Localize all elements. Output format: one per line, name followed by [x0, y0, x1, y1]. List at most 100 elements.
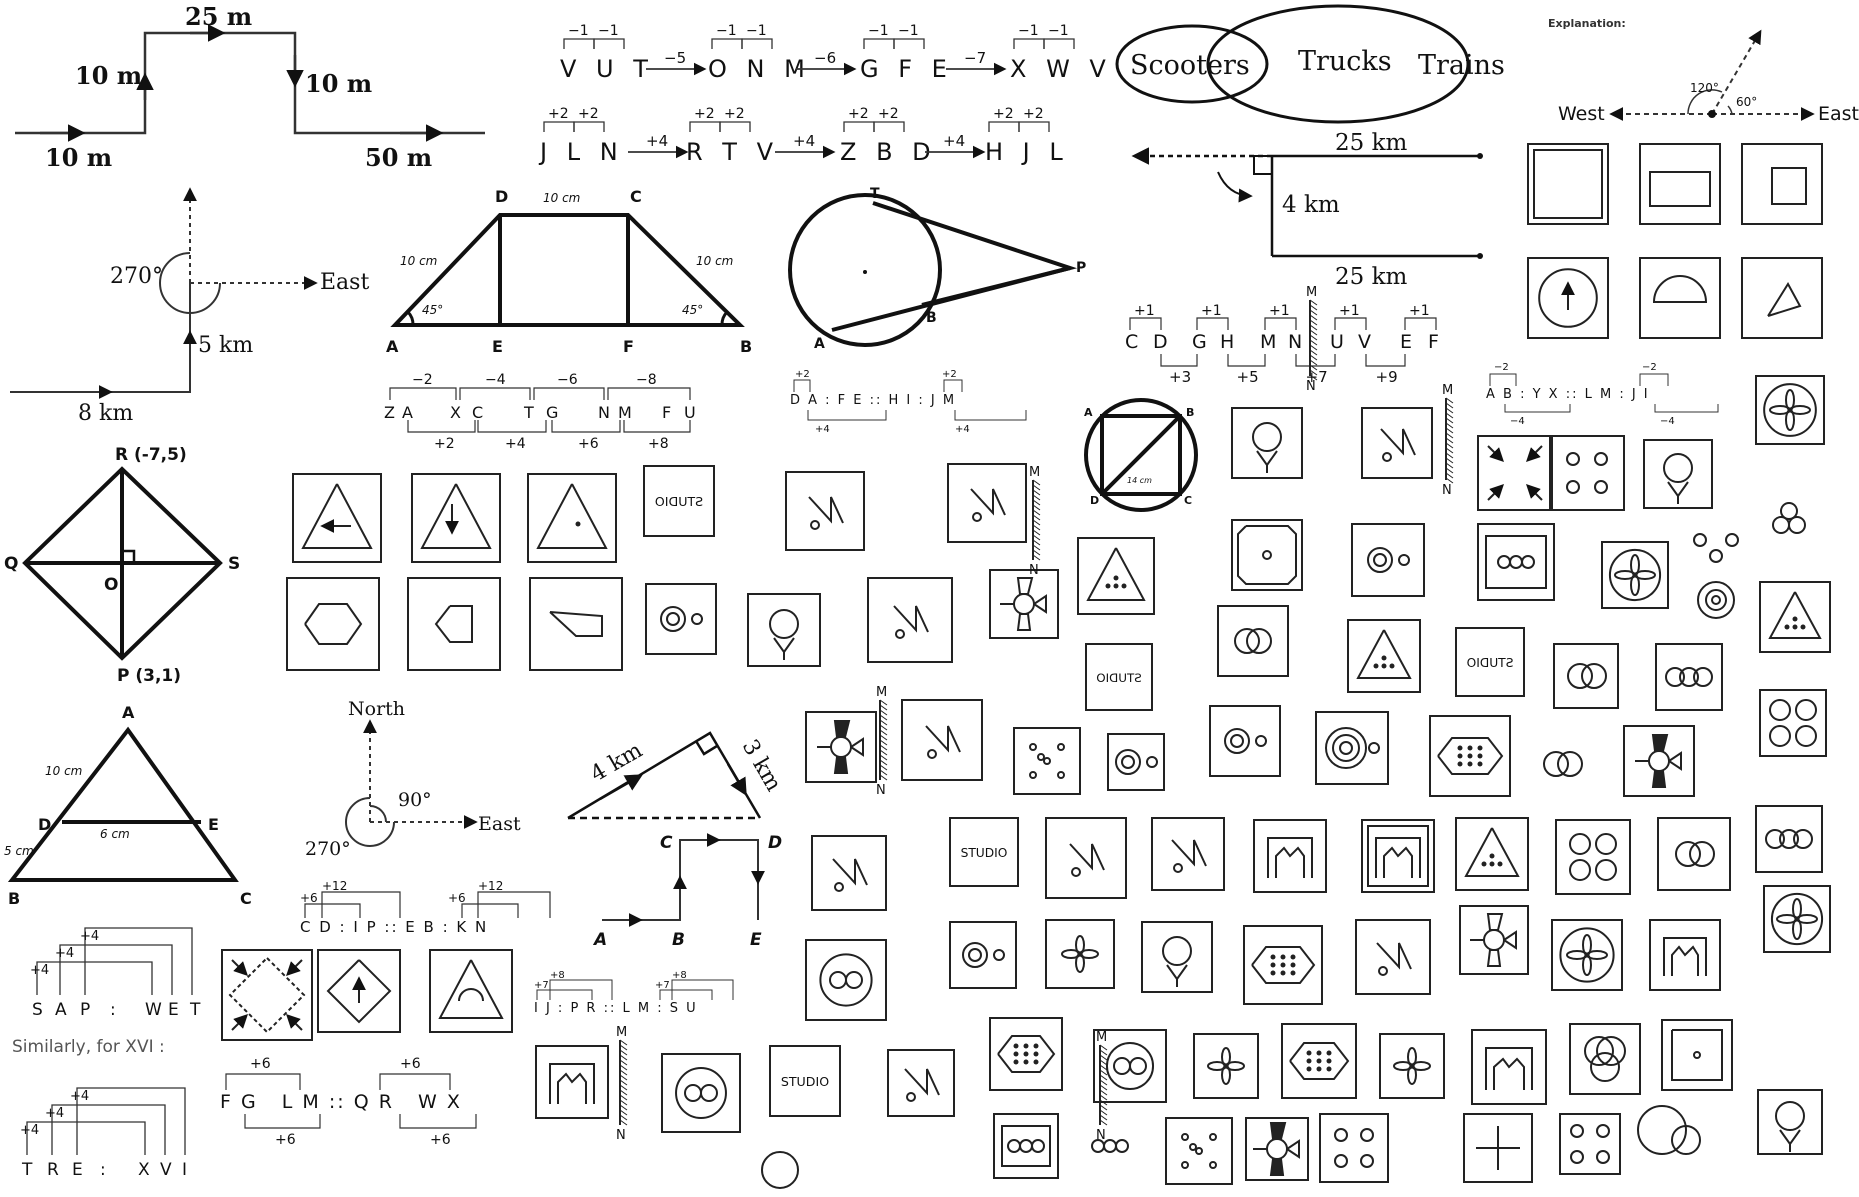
figure-tile-cc [1351, 523, 1425, 597]
mirror-hatch [619, 1059, 628, 1066]
dist-mid: 4 km [1282, 192, 1340, 218]
series2-top-a-3: +2 [993, 106, 1014, 122]
mirror-hatch [619, 1104, 628, 1111]
mirror-hatch [1099, 1089, 1108, 1096]
path-label-right: 10 m [305, 69, 372, 98]
figure-tile-hex-dots [1429, 715, 1511, 797]
tre-letter-5: V [160, 1160, 172, 1180]
mirror-hatch [619, 1084, 628, 1091]
mirror-hatch [1309, 369, 1318, 376]
mirror-hatch [1445, 412, 1454, 419]
mirror-hatch [1309, 304, 1318, 311]
mirror-hatch [1099, 1079, 1108, 1086]
bracket [711, 38, 743, 49]
bracket [988, 121, 1020, 132]
circle-center [863, 270, 867, 274]
mirror-hatch [879, 764, 888, 771]
figure-tile-z [811, 835, 887, 911]
explanation-compass [1609, 29, 1815, 121]
mirror-hatch [1032, 554, 1041, 561]
figure-tile-grid4 [1759, 689, 1827, 757]
mirror-hatch [1032, 489, 1041, 496]
tre-off-2: +4 [45, 1106, 64, 1121]
mirror-hatch [1099, 1074, 1108, 1081]
direction-diagram-270 [10, 187, 318, 399]
fglm-bot-2: +6 [430, 1132, 451, 1148]
mirror-n-label: N [1306, 379, 1316, 394]
mirror-n-label: N [1096, 1128, 1106, 1143]
figure-tile-shoe [529, 577, 623, 671]
cdip-top-2: +12 [322, 879, 347, 893]
dafe-top-1: +2 [795, 369, 810, 380]
mirror-m-label: M [876, 685, 887, 700]
zax-bot-1: +2 [434, 436, 455, 452]
rt-3km: 3 km [737, 736, 786, 796]
mirror-hatch [879, 749, 888, 756]
dafe-bot-2: +4 [955, 424, 970, 435]
mirror-hatch [1309, 324, 1318, 331]
bracket [1264, 317, 1297, 330]
bracket [741, 38, 773, 49]
mirror-m-label: M [1096, 1030, 1107, 1045]
figure-tile-tri-small [1741, 257, 1823, 339]
path-diagram-meters [15, 24, 485, 142]
figure-tile-oo [661, 1053, 741, 1133]
mirror-hatch [1099, 1059, 1108, 1066]
mirror-hatch [1309, 339, 1318, 346]
figure-tile-hex-dots [1243, 925, 1323, 1005]
series1-arrow-2: −7 [964, 49, 986, 67]
figure-tile-tri-dots [1455, 817, 1529, 891]
series1-group-3: X W V [1010, 55, 1112, 83]
zax-letter-3: C [472, 403, 483, 422]
figure-tile-face [747, 593, 821, 667]
mirror-hatch [879, 754, 888, 761]
letter-analogy-ijpr: I J : P R :: L M : S U +7 +8 +7 +8 [534, 970, 734, 1016]
mirror-hatch [1309, 329, 1318, 336]
angle-90-label: 90° [398, 789, 432, 811]
mirror-hatch [1032, 519, 1041, 526]
bottom-8km-label: 8 km [78, 401, 133, 426]
loose-circle [1693, 533, 1707, 547]
mirror-hatch [619, 1039, 628, 1046]
compass-120: 120° [1690, 81, 1719, 95]
letter-analogy-abyx: A B : Y X :: L M : J I −2 −2 −4 −4 [1486, 362, 1719, 427]
figure-tile-flower [1755, 375, 1825, 445]
east-label-2: East [478, 813, 521, 835]
mirror-hatch [1032, 494, 1041, 501]
figure-tile-flower-s [1193, 1033, 1259, 1099]
mirror-hatch [879, 714, 888, 721]
loose-circle [761, 1151, 799, 1189]
mirror-m-label: M [1306, 285, 1317, 300]
tri-E: E [208, 815, 219, 834]
figure-tile-cross [1463, 1113, 1533, 1183]
figure-tile-ring2b [1543, 751, 1583, 777]
path-abcde [602, 833, 765, 927]
series1-group-2: G F E [860, 55, 953, 83]
figure-tile-oo [805, 939, 887, 1021]
series1-arrow-1: −6 [814, 49, 836, 67]
dafe-text: D A : F E :: H I : J M [790, 393, 956, 408]
distance-diagram-km [1131, 147, 1480, 258]
dafe-top-2: +2 [942, 369, 957, 380]
tri-D: D [38, 815, 51, 834]
cdgh-letter-3: H [1220, 331, 1234, 353]
figure-tile-hex-dots [1281, 1023, 1357, 1099]
dist-end-bottom [1477, 253, 1483, 259]
trapezium-figure [390, 213, 745, 327]
mirror-hatch [619, 1074, 628, 1081]
letter-analogy-fglm: F G L M :: Q R W X +6 +6 +6 +6 [220, 1056, 477, 1148]
zax-bot-3: +6 [578, 436, 599, 452]
figure-tile-plane-dark [1245, 1117, 1309, 1181]
series2-group-2: Z B D [840, 138, 937, 166]
fglm-text: F G L M :: Q R W X [220, 1091, 462, 1113]
bracket [1043, 38, 1075, 49]
figure-tile-ooo [1477, 523, 1555, 601]
figure-tile-flower-s [1379, 1033, 1445, 1099]
tri-A: A [122, 703, 135, 722]
zax-bot-2: +4 [505, 436, 526, 452]
rhombus-Q: Q [4, 554, 18, 574]
figure-tile-ring2 [1657, 817, 1731, 891]
series2-top-a-2: +2 [848, 106, 869, 122]
angle-270-label: 270° [110, 264, 163, 289]
